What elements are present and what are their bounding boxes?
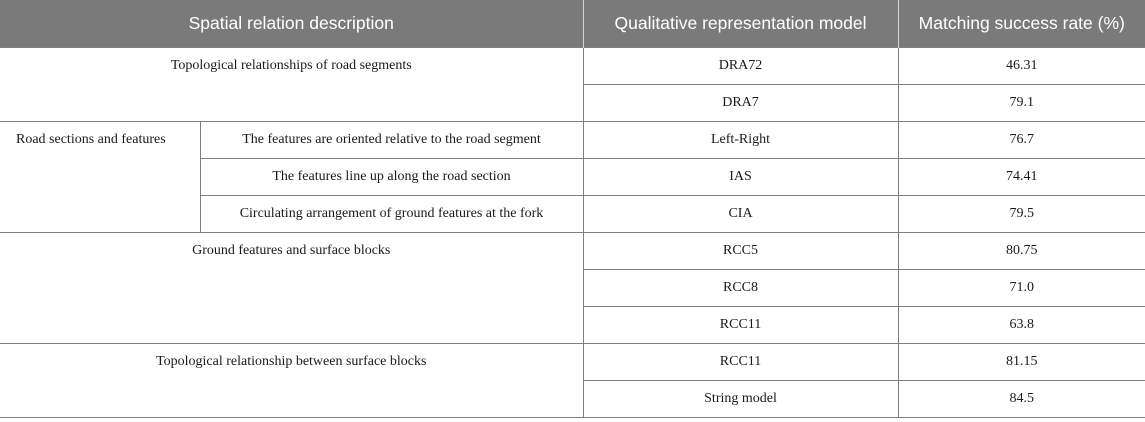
rate-cell: 79.5 <box>897 195 1145 233</box>
table-row: Ground features and surface blocks RCC5 … <box>0 232 1145 344</box>
rate-cell: 46.31 <box>897 47 1145 85</box>
sub-description-cell: The features line up along the road sect… <box>200 158 584 196</box>
table-row: RCC11 63.8 <box>0 306 1145 344</box>
group-description: Topological relationship between surface… <box>0 343 584 418</box>
model-cell: Left-Right <box>582 121 899 159</box>
rate-cell: 71.0 <box>897 269 1145 307</box>
model-cell: RCC5 <box>582 232 899 270</box>
group-description: Ground features and surface blocks <box>0 232 584 344</box>
rate-cell: 79.1 <box>897 84 1145 122</box>
header-row: Spatial relation description Qualitative… <box>0 0 1145 48</box>
table-row: The features line up along the road sect… <box>0 158 1145 196</box>
table-row: DRA7 79.1 <box>0 84 1145 122</box>
model-cell: DRA72 <box>582 47 899 85</box>
model-cell: CIA <box>582 195 899 233</box>
table-row: Topological relationships of road segmen… <box>0 47 1145 122</box>
group-description: Topological relationships of road segmen… <box>0 47 584 122</box>
model-cell: RCC11 <box>583 306 899 344</box>
rate-cell: 76.7 <box>897 121 1145 159</box>
table-row: Road sections and features The features … <box>0 121 1145 233</box>
rate-cell: 80.75 <box>897 232 1145 270</box>
model-cell: RCC11 <box>582 343 899 381</box>
group-description: Road sections and features <box>0 121 201 233</box>
model-cell: IAS <box>582 158 899 196</box>
rate-cell: 74.41 <box>897 158 1145 196</box>
model-cell: RCC8 <box>583 269 899 307</box>
header-qualitative-model: Qualitative representation model <box>583 0 899 48</box>
sub-description-cell: Circulating arrangement of ground featur… <box>200 195 584 233</box>
rate-cell: 63.8 <box>897 306 1145 344</box>
model-cell: DRA7 <box>583 84 899 122</box>
rate-cell: 81.15 <box>897 343 1145 381</box>
header-matching-rate: Matching success rate (%) <box>898 0 1145 48</box>
rate-cell: 84.5 <box>897 380 1145 418</box>
table-row: String model 84.5 <box>0 380 1145 418</box>
table-row: Topological relationship between surface… <box>0 343 1145 418</box>
header-spatial-relation: Spatial relation description <box>0 0 584 48</box>
model-cell: String model <box>583 380 899 418</box>
sub-description-cell: The features are oriented relative to th… <box>199 121 584 159</box>
